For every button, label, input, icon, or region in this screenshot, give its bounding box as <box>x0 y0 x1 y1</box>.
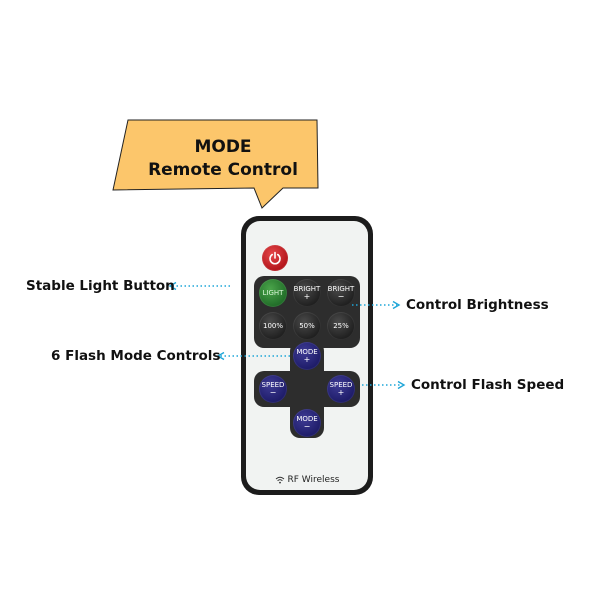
speed-minus-sign: − <box>269 388 277 397</box>
remote-control: LIGHT BRIGHT + BRIGHT − 100% 50% 25% MOD… <box>241 216 373 495</box>
brightness-50-button[interactable]: 50% <box>293 312 321 340</box>
arrowhead-flash-speed <box>397 380 406 390</box>
wifi-icon <box>275 476 284 483</box>
arrowhead-brightness <box>392 300 401 310</box>
bright-minus-sign: − <box>337 292 345 301</box>
bright-minus-label: BRIGHT <box>327 285 355 293</box>
brightness-100-button[interactable]: 100% <box>259 312 287 340</box>
mode-minus-sign: − <box>303 422 311 431</box>
brightness-100-label: 100% <box>262 322 283 330</box>
power-button[interactable] <box>262 245 288 271</box>
mode-minus-label: MODE <box>296 415 318 423</box>
mode-minus-button[interactable]: MODE − <box>293 409 321 437</box>
bubble-title: MODE <box>194 137 252 157</box>
brand-text: RF Wireless <box>287 475 340 485</box>
light-button[interactable]: LIGHT <box>259 279 287 307</box>
bright-plus-button[interactable]: BRIGHT + <box>293 279 321 307</box>
brightness-25-label: 25% <box>333 322 349 330</box>
bubble-subtitle: Remote Control <box>148 160 298 180</box>
brightness-50-label: 50% <box>299 322 315 330</box>
brand-label: RF Wireless <box>246 475 368 485</box>
mode-plus-sign: + <box>303 355 311 364</box>
callout-flash-speed: Control Flash Speed <box>411 377 565 393</box>
bright-minus-button[interactable]: BRIGHT − <box>327 279 355 307</box>
speed-plus-label: SPEED <box>329 381 353 389</box>
speed-plus-button[interactable]: SPEED + <box>327 375 355 403</box>
mode-plus-label: MODE <box>296 348 318 356</box>
mode-plus-button[interactable]: MODE + <box>293 342 321 370</box>
speed-plus-sign: + <box>337 388 345 397</box>
bright-plus-sign: + <box>303 292 311 301</box>
light-button-label: LIGHT <box>262 289 284 297</box>
speed-minus-button[interactable]: SPEED − <box>259 375 287 403</box>
bubble-text: MODE Remote Control <box>128 136 318 182</box>
brightness-25-button[interactable]: 25% <box>327 312 355 340</box>
remote-face: LIGHT BRIGHT + BRIGHT − 100% 50% 25% MOD… <box>246 221 368 490</box>
callout-control-brightness: Control Brightness <box>406 297 549 313</box>
power-icon <box>269 251 281 265</box>
callout-stable-light: Stable Light Button <box>26 278 175 294</box>
speed-minus-label: SPEED <box>261 381 285 389</box>
bright-plus-label: BRIGHT <box>293 285 321 293</box>
callout-flash-modes: 6 Flash Mode Controls <box>51 348 221 364</box>
